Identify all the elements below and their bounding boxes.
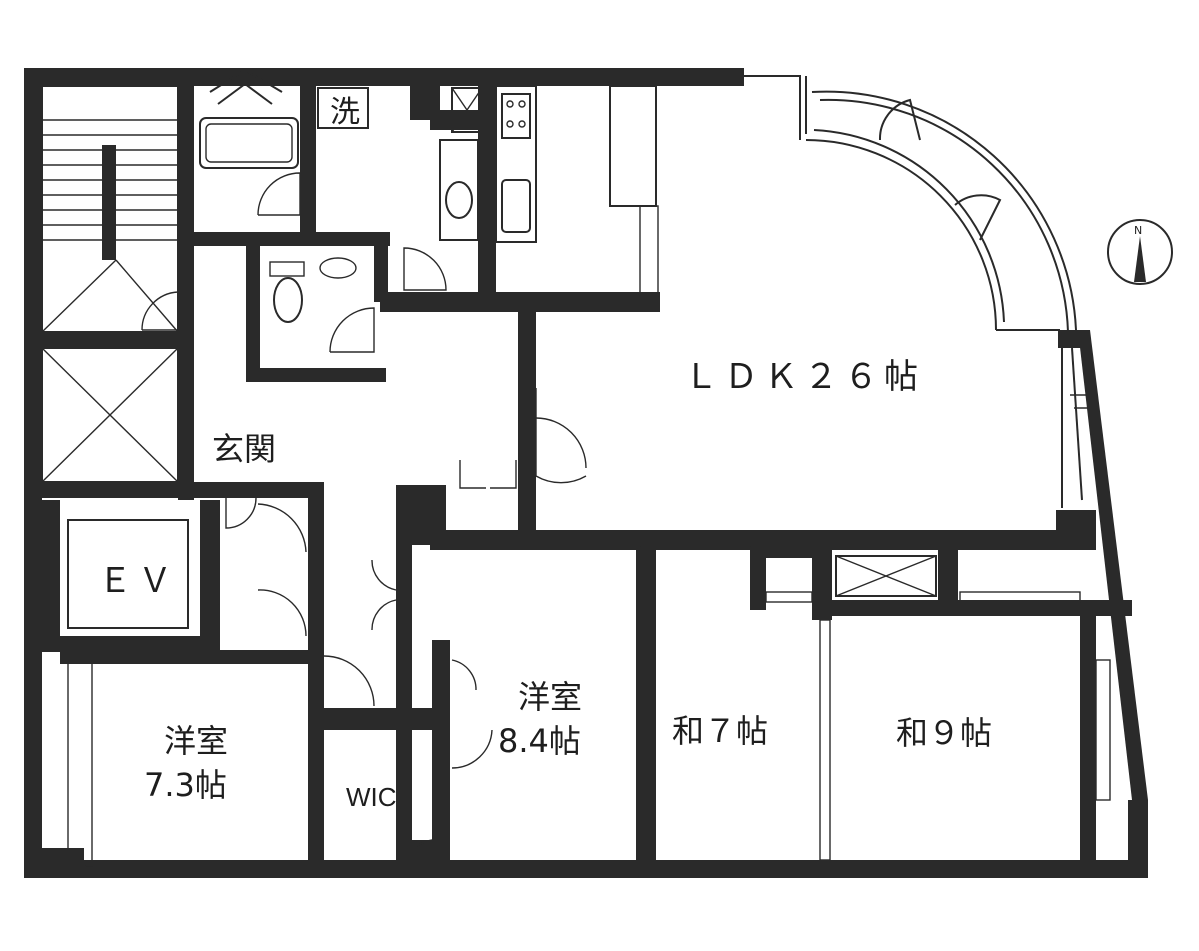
kitchen-counter bbox=[495, 85, 659, 297]
shaft bbox=[41, 347, 179, 483]
washer-icon bbox=[317, 87, 369, 129]
western-a-size: 7.3帖 bbox=[144, 766, 227, 804]
refrigerator-space bbox=[451, 87, 483, 133]
bathtub-icon bbox=[199, 68, 299, 169]
japanese-7-label: 和７帖 bbox=[672, 712, 768, 750]
western-b-name: 洋室 bbox=[518, 678, 582, 716]
stairs bbox=[41, 85, 179, 333]
door-swings bbox=[141, 172, 587, 861]
elevator-label: ＥＶ bbox=[98, 561, 178, 601]
toilet-icon bbox=[269, 257, 357, 323]
room-labels: ＬＤＫ２６帖 玄関 ＥＶ 洋室 7.3帖 WIC 洋室 8.4帖 和７帖 和９帖… bbox=[98, 95, 992, 812]
wic-label: WIC bbox=[346, 782, 397, 812]
bay-window bbox=[744, 75, 1077, 333]
bottom-windows bbox=[67, 535, 1111, 877]
compass-icon: N bbox=[1107, 219, 1173, 285]
washbasin-icon bbox=[439, 139, 479, 241]
interior-walls bbox=[24, 80, 1132, 875]
western-b-size: 8.4帖 bbox=[498, 722, 581, 760]
ldk-windows bbox=[1061, 347, 1096, 508]
washer-label: 洗 bbox=[330, 95, 360, 130]
western-a-name: 洋室 bbox=[164, 722, 228, 760]
outer-walls bbox=[24, 68, 1148, 878]
closet bbox=[835, 555, 937, 597]
japanese-9-label: 和９帖 bbox=[896, 714, 992, 752]
compass-north-label: N bbox=[1134, 224, 1142, 237]
ldk-label: ＬＤＫ２６帖 bbox=[684, 357, 924, 397]
entrance-label: 玄関 bbox=[212, 430, 276, 468]
elevator bbox=[67, 519, 219, 629]
